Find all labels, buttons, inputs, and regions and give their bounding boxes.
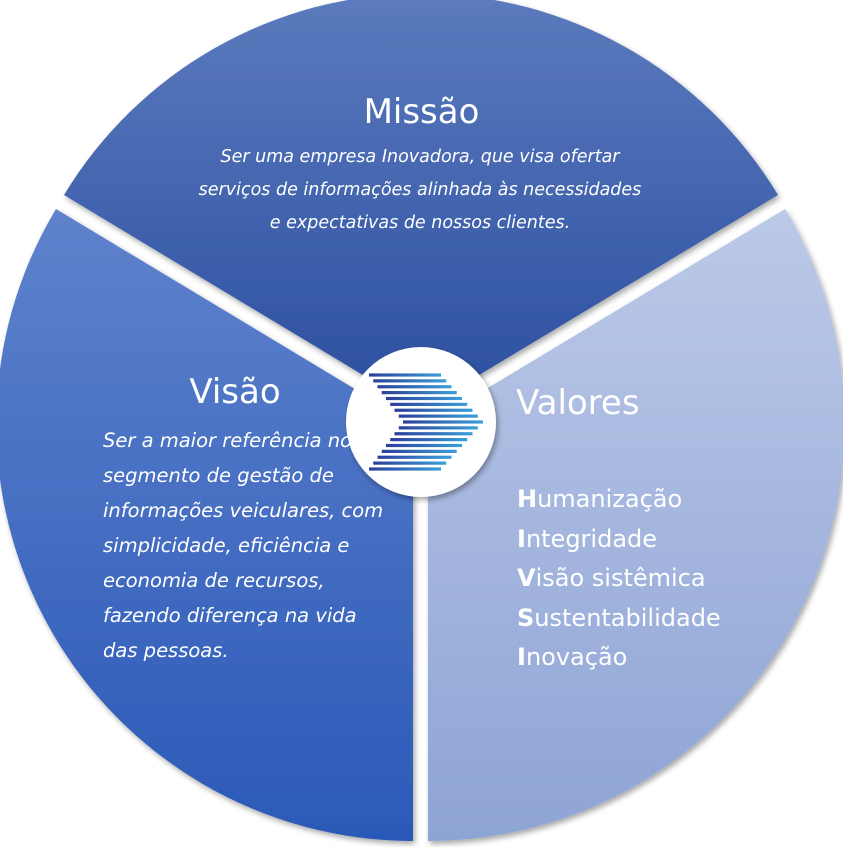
logo-stripe <box>381 449 457 453</box>
logo-stripe <box>390 438 468 442</box>
valores-item-rest: novação <box>525 643 628 671</box>
valores-item: Visão sistêmica <box>517 559 721 599</box>
logo-icon <box>369 373 483 471</box>
valores-item: Humanização <box>517 480 721 520</box>
missao-text-line: Ser uma empresa Inovadora, que visa ofer… <box>220 147 620 167</box>
logo-stripe <box>369 373 441 377</box>
valores-title: Valores <box>516 383 640 423</box>
logo-stripe <box>373 379 447 383</box>
valores-item-initial: H <box>517 485 538 513</box>
logo-stripe <box>369 467 441 471</box>
valores-item-rest: ustentabilidade <box>534 603 721 632</box>
valores-item: Sustentabilidade <box>517 599 721 639</box>
logo-stripe <box>377 385 452 389</box>
valores-segment <box>428 209 843 841</box>
logo-stripe <box>386 396 462 401</box>
valores-list: Humanização Integridade Visão sistêmica … <box>517 480 721 678</box>
missao-text: Ser uma empresa Inovadora, que visa ofer… <box>170 141 670 240</box>
logo-stripe <box>381 391 457 395</box>
missao-text-line: serviços de informações alinhada às nece… <box>198 180 642 200</box>
logo-stripe <box>403 420 483 424</box>
valores-item-initial: I <box>517 643 526 671</box>
logo-stripe <box>377 455 452 459</box>
missao-segment <box>64 0 778 410</box>
valores-item-initial: S <box>517 603 535 632</box>
valores-item: Integridade <box>517 520 721 560</box>
logo-stripe <box>394 432 473 436</box>
valores-item-initial: V <box>517 564 536 592</box>
logo-stripe <box>390 402 468 406</box>
valores-item-initial: I <box>517 524 526 553</box>
logo-stripe <box>398 414 478 418</box>
visao-text: Ser a maior referência no segmento de ge… <box>103 429 384 662</box>
logo-stripe <box>373 461 447 465</box>
missao-text-line: e expectativas de nossos clientes. <box>269 213 571 233</box>
logo-stripe <box>398 426 478 430</box>
visao-segment <box>0 209 413 841</box>
visao-title: Visão <box>189 372 281 412</box>
valores-item-rest: ntegridade <box>525 524 658 553</box>
valores-item: Inovação <box>517 638 721 678</box>
missao-title: Missão <box>363 92 480 132</box>
logo-stripe <box>386 443 462 448</box>
logo-stripe <box>394 408 473 412</box>
valores-item-rest: umanização <box>537 485 683 513</box>
valores-item-rest: isão sistêmica <box>535 564 706 592</box>
